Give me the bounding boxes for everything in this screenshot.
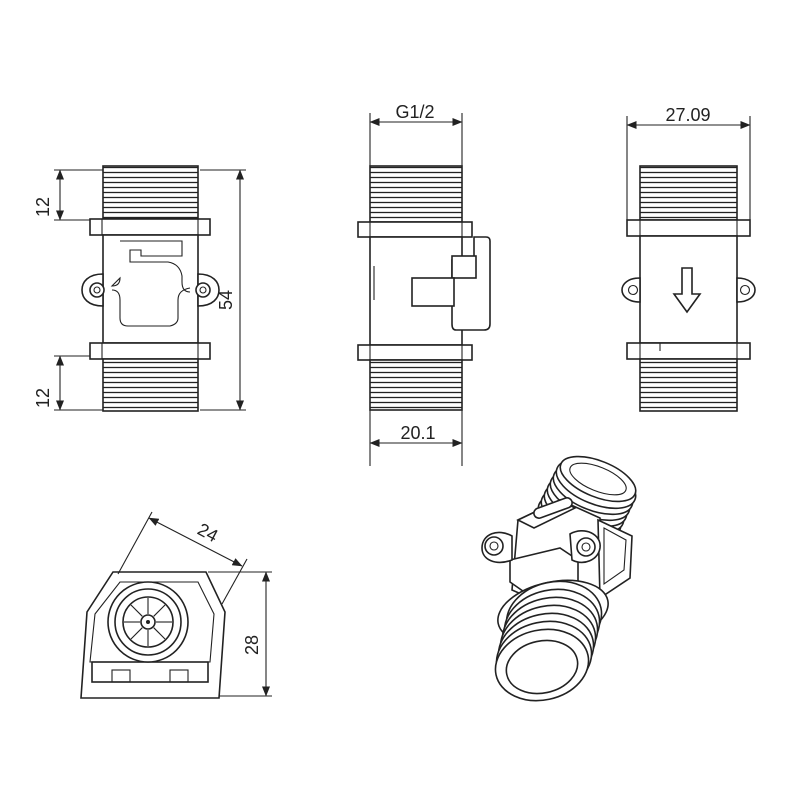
dimension-body-width: 20.1 [400, 423, 435, 443]
iso-right-ear [569, 530, 601, 564]
dimension-top-thread-length: 12 [33, 197, 53, 217]
rear-top-flange [626, 219, 751, 237]
dimension-line-hex-across-flats [148, 517, 243, 567]
end-view: 24 28 [80, 511, 272, 699]
iso-bottom-port [505, 639, 579, 695]
rear-bottom-flange [626, 342, 751, 360]
side-sensor-cap [451, 255, 477, 279]
front-bottom-thread [102, 358, 199, 412]
dimension-end-height: 28 [242, 635, 262, 655]
dimension-bottom-thread-length: 12 [33, 388, 53, 408]
rear-top-thread [639, 165, 738, 221]
isometric-view [481, 455, 637, 702]
rear-bottom-thread [639, 358, 738, 412]
side-top-thread [369, 165, 463, 223]
front-channel-contour [110, 240, 191, 327]
iso-bottom-coupling [494, 580, 603, 702]
rear-left-ear [621, 277, 641, 303]
iso-slot [533, 497, 573, 519]
arrow-down-icon [672, 267, 702, 314]
front-top-flange [89, 218, 211, 236]
side-top-flange [357, 221, 473, 238]
front-view: 54 12 12 [33, 165, 246, 412]
end-rotor-blades [124, 598, 172, 646]
front-top-thread [102, 165, 199, 219]
end-hex-face [89, 581, 215, 663]
side-view: G1/2 20.1 [357, 102, 491, 466]
side-connector-tab [411, 277, 455, 307]
end-base [91, 661, 209, 683]
iso-left-ear [481, 531, 513, 564]
rear-body [639, 235, 738, 344]
dimension-thread-size: G1/2 [395, 102, 434, 122]
front-bottom-flange [89, 342, 211, 360]
rear-right-ear [736, 277, 756, 303]
side-bottom-flange [357, 344, 473, 361]
dimension-overall-length: 54 [216, 290, 236, 310]
rear-view: 27.09 [621, 105, 756, 412]
iso-sensor-housing [597, 518, 633, 600]
dimension-flange-width: 27.09 [665, 105, 710, 125]
side-bottom-thread [369, 359, 463, 411]
